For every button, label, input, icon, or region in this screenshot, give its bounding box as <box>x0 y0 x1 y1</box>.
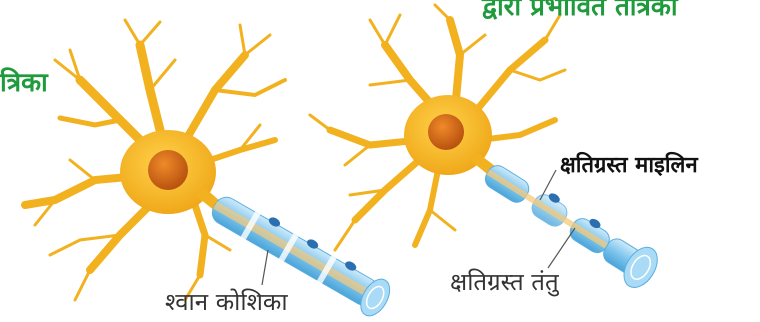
fiber-pointer <box>548 228 575 268</box>
right-nucleus <box>428 114 464 150</box>
title-top-right: द्वारा प्रभावित तंत्रिका <box>482 0 678 20</box>
damaged-fiber-label: क्षतिग्रस्त तंतु <box>450 270 559 294</box>
title-left: त्रिका <box>0 70 48 96</box>
left-nucleus <box>148 150 188 190</box>
healthy-neuron <box>25 20 396 321</box>
schwann-cell-label: श्वान कोशिका <box>165 290 288 314</box>
affected-neuron <box>310 5 664 293</box>
damaged-myelin-label: क्षतिग्रस्त माइलिन <box>560 155 698 177</box>
schwann-pointer <box>262 250 268 285</box>
